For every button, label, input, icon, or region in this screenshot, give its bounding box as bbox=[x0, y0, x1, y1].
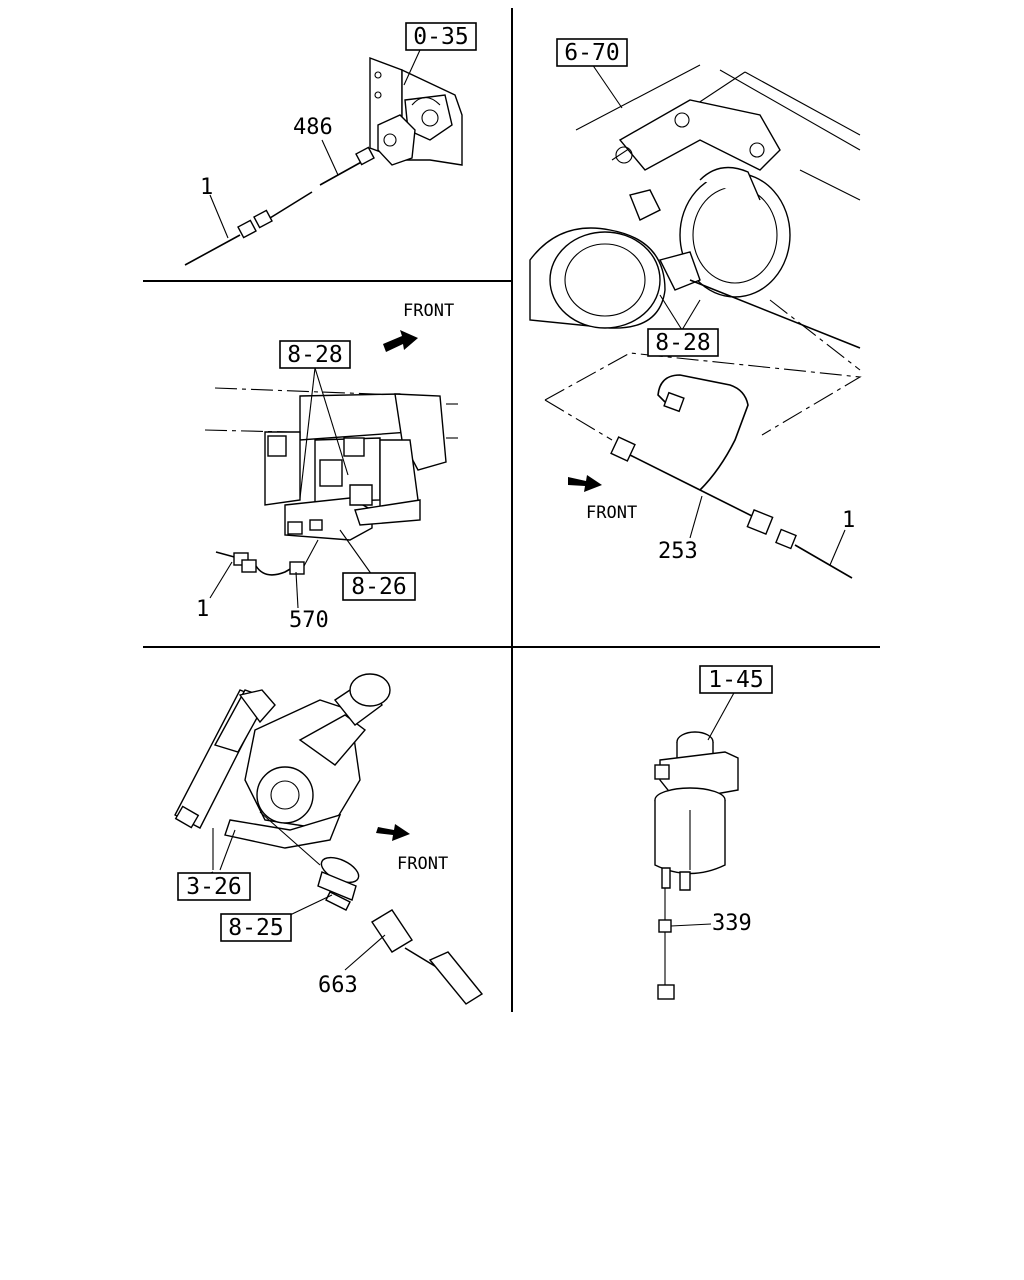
panel-bottom-left: FRONT 3-26 8-25 663 bbox=[174, 673, 484, 1005]
callout-339: 339 bbox=[712, 911, 752, 936]
ref-label-8-25: 8-25 bbox=[228, 915, 283, 941]
ref-box-8-28-right bbox=[647, 328, 719, 357]
callout-1-middle-left: 1 bbox=[196, 597, 209, 622]
panel-middle-left: FRONT bbox=[196, 301, 458, 633]
ref-box-6-70 bbox=[556, 38, 628, 67]
harness-253-drawing bbox=[544, 352, 862, 579]
panel-bottom-right: 1-45 339 bbox=[654, 665, 773, 1000]
ref-box-3-26 bbox=[177, 872, 251, 901]
ref-label-6-70: 6-70 bbox=[564, 40, 619, 66]
ref-box-8-25 bbox=[220, 913, 292, 942]
front-arrow-icon bbox=[383, 330, 418, 352]
callout-486: 486 bbox=[293, 115, 333, 140]
harness-663-drawing bbox=[371, 909, 484, 1005]
callout-1-top-right: 1 bbox=[842, 508, 855, 533]
ref-label-8-28-right: 8-28 bbox=[655, 330, 710, 356]
front-arrow-icon bbox=[568, 475, 602, 492]
ref-label-3-26: 3-26 bbox=[186, 874, 241, 900]
ref-label-1-45: 1-45 bbox=[708, 667, 763, 693]
callout-1-top-left: 1 bbox=[200, 175, 213, 200]
panel-top-right: FRONT 6-70 8-28 253 1 bbox=[529, 38, 862, 579]
panel-top-left: 0-35 486 1 bbox=[184, 22, 477, 266]
callout-253: 253 bbox=[658, 539, 698, 564]
ref-box-1-45 bbox=[699, 665, 773, 694]
callout-570: 570 bbox=[289, 608, 329, 633]
ref-label-0-35: 0-35 bbox=[413, 24, 468, 50]
panel-grid bbox=[143, 8, 880, 1012]
ref-box-0-35 bbox=[405, 22, 477, 51]
ref-label-8-28-left: 8-28 bbox=[287, 342, 342, 368]
front-label-bottom-left: FRONT bbox=[397, 854, 448, 874]
pressure-sensor-drawing bbox=[317, 856, 360, 911]
front-label-top-right: FRONT bbox=[586, 503, 637, 523]
front-arrow-icon bbox=[376, 824, 410, 841]
ref-label-8-26: 8-26 bbox=[351, 574, 406, 600]
fuel-filter-drawing bbox=[654, 731, 739, 1000]
pump-assembly-drawing bbox=[174, 673, 391, 871]
harness-570-drawing bbox=[215, 539, 319, 576]
harness-486-drawing bbox=[184, 146, 375, 266]
horn-assembly-drawing bbox=[529, 64, 861, 371]
ref-box-8-28-left bbox=[279, 340, 351, 369]
sensor-bracket-drawing bbox=[369, 56, 463, 166]
callout-663: 663 bbox=[318, 973, 358, 998]
pedal-bracket-drawing bbox=[204, 387, 458, 541]
front-label-middle-left: FRONT bbox=[403, 301, 454, 321]
ref-box-8-26 bbox=[342, 572, 416, 601]
